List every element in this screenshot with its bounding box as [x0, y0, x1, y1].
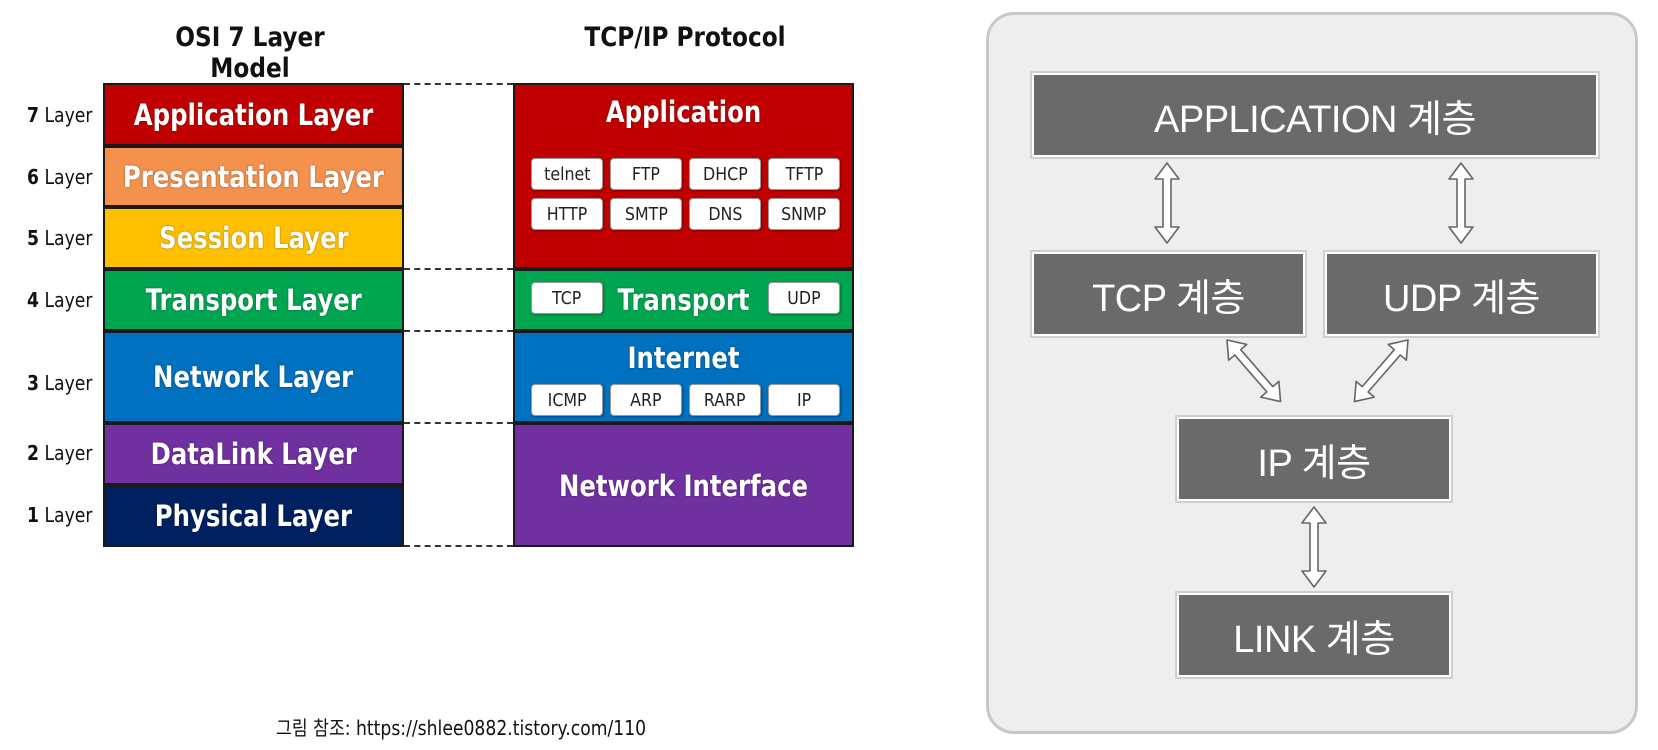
- app-udp-arrow: [1448, 162, 1474, 244]
- tcpip-application-label: Application: [605, 95, 762, 129]
- protocol-chip: SMTP: [610, 198, 682, 230]
- protocol-chip: ARP: [610, 384, 682, 416]
- connector-dash: [404, 83, 513, 85]
- protocol-chip: FTP: [610, 158, 682, 190]
- layer-number-7: 7 Layer: [27, 103, 93, 127]
- protocol-chip: TFTP: [768, 158, 840, 190]
- udp-layer-box: UDP 계층: [1323, 250, 1600, 338]
- udp-ip-arrow: [1344, 331, 1418, 411]
- layer-number-3: 3 Layer: [27, 371, 93, 395]
- layer-number-4: 4 Layer: [27, 288, 93, 312]
- source-caption: 그림 참조: https://shlee0882.tistory.com/110: [276, 716, 647, 740]
- tcp-layer-box: TCP 계층: [1030, 250, 1307, 338]
- osi-session-layer: Session Layer: [103, 207, 404, 269]
- protocol-chip: DNS: [689, 198, 761, 230]
- connector-dash: [404, 268, 513, 270]
- ip-link-arrow: [1301, 506, 1327, 588]
- tcpip-title: TCP/IP Protocol: [584, 22, 786, 53]
- protocol-chip: telnet: [531, 158, 603, 190]
- protocol-chip: HTTP: [531, 198, 603, 230]
- layer-number-1: 1 Layer: [27, 503, 93, 527]
- tcpip-application-block: Application telnet FTP DHCP TFTP HTTP SM…: [513, 83, 854, 269]
- osi-physical-layer: Physical Layer: [103, 485, 404, 547]
- tcp-ip-arrow: [1217, 331, 1291, 411]
- protocol-chip: ICMP: [531, 384, 603, 416]
- protocol-chip: RARP: [689, 384, 761, 416]
- protocol-chip: DHCP: [689, 158, 761, 190]
- protocol-chip: UDP: [768, 282, 840, 314]
- layer-number-5: 5 Layer: [27, 226, 93, 250]
- osi-datalink-layer: DataLink Layer: [103, 423, 404, 485]
- osi-network-layer: Network Layer: [103, 331, 404, 423]
- protocol-chip: SNMP: [768, 198, 840, 230]
- ip-layer-box: IP 계층: [1175, 415, 1453, 503]
- osi-title: OSI 7 Layer Model: [175, 22, 325, 84]
- osi-application-layer: Application Layer: [103, 83, 404, 146]
- link-layer-box: LINK 계층: [1175, 591, 1453, 679]
- layer-number-6: 6 Layer: [27, 165, 93, 189]
- tcpip-internet-block: Internet ICMP ARP RARP IP: [513, 331, 854, 423]
- protocol-chip: TCP: [531, 282, 603, 314]
- osi-presentation-layer: Presentation Layer: [103, 146, 404, 207]
- tcpip-internet-label: Internet: [627, 341, 740, 375]
- protocol-chip: IP: [768, 384, 840, 416]
- osi-transport-layer: Transport Layer: [103, 269, 404, 331]
- app-tcp-arrow: [1154, 162, 1180, 244]
- layer-number-2: 2 Layer: [27, 441, 93, 465]
- tcpip-transport-label: Transport: [617, 283, 750, 317]
- connector-dash: [404, 422, 513, 424]
- tcpip-network-interface-label: Network Interface: [558, 469, 809, 503]
- connector-dash: [404, 330, 513, 332]
- tcpip-transport-block: Transport TCP UDP: [513, 269, 854, 331]
- tcpip-network-interface-block: Network Interface: [513, 423, 854, 547]
- application-layer-box: APPLICATION 계층: [1030, 71, 1600, 159]
- connector-dash: [404, 545, 513, 547]
